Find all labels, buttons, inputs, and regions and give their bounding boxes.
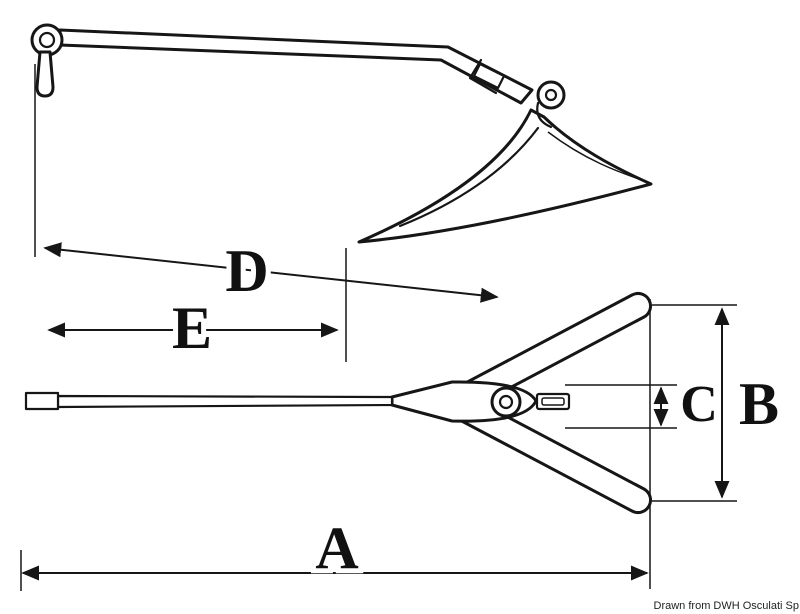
- dimension-labels: D E A B C: [167, 233, 784, 586]
- shackle-ring-inner: [38, 31, 56, 49]
- pivot-bolt-top-outer: [490, 386, 522, 418]
- dimension-line-d: [43, 242, 499, 303]
- anchor-top-view: [24, 291, 653, 515]
- pivot-linkage: [536, 101, 553, 129]
- shank-end-cap: [24, 391, 60, 411]
- dimension-label-c: C: [680, 376, 718, 433]
- shank-top: [56, 394, 394, 409]
- pivot-slot-inner: [541, 397, 565, 406]
- credit-text: Drawn from DWH Osculati Sp: [654, 600, 799, 612]
- shackle-pin: [35, 50, 55, 98]
- dimension-lines: [20, 64, 737, 591]
- dimension-label-a: A: [315, 515, 358, 581]
- dimension-label-e: E: [172, 295, 212, 361]
- pivot-bolt-top-inner: [498, 394, 514, 410]
- pivot-bolt-inner: [544, 88, 558, 102]
- pivot-bolt-outer: [536, 80, 566, 110]
- clevis-plate: [472, 62, 506, 90]
- shank-side: [58, 28, 534, 105]
- fluke-blade: [357, 108, 653, 244]
- dimension-label-b: B: [739, 371, 779, 437]
- anchor-side-view: [30, 23, 653, 244]
- clevis-detail: [468, 58, 498, 95]
- dimension-label-d: D: [225, 238, 268, 304]
- fluke-fold-line: [398, 126, 540, 228]
- fluke-edge-line: [547, 131, 646, 182]
